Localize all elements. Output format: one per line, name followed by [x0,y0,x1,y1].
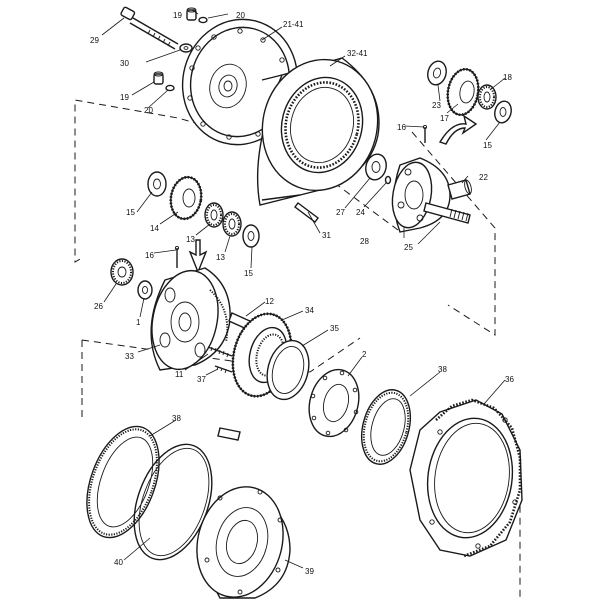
callout-20-left: 20 [144,106,153,115]
washer-15-upper [494,100,512,124]
callout-28: 28 [360,237,369,246]
callout-19-top: 19 [173,11,182,20]
pin-16-middle [174,245,180,268]
callout-20-top: 20 [236,11,245,20]
callout-37: 37 [197,375,206,384]
shaft-25 [423,202,471,224]
callout-16-middle: 16 [145,251,154,260]
callout-15-left: 15 [126,208,135,217]
callout-32-41: 32-41 [347,49,368,58]
carrier-28 [391,157,451,233]
callout-38-left: 38 [172,414,181,423]
callout-24: 24 [356,208,365,217]
ring-gear-32-41 [256,57,380,206]
seal-38-right [361,389,411,465]
assembly-arrow [438,114,478,145]
plug-19-top [186,7,208,24]
washer-27 [365,153,387,181]
plug-19-left [153,71,175,92]
plate-2 [308,368,360,438]
gear-14 [169,175,203,221]
callout-2: 2 [362,350,367,359]
washer-30 [179,43,193,53]
sleeve-22 [447,179,472,200]
callout-39: 39 [305,567,314,576]
bearing-26 [110,258,134,286]
callout-17: 17 [440,114,449,123]
bearing-13-right [222,211,242,237]
sprocket-hub-36 [409,398,523,558]
callout-19-left: 19 [120,93,129,102]
down-arrow [188,239,208,274]
leader-lines [101,9,506,569]
callout-34: 34 [305,306,314,315]
pin-37 [214,365,233,374]
washer-15-left [147,171,167,197]
callout-15-middle: 15 [244,269,253,278]
callout-23: 23 [432,101,441,110]
pin-31 [294,202,319,223]
callout-18: 18 [503,73,512,82]
washer-23 [427,60,447,86]
callout-26: 26 [94,302,103,311]
callout-13-right: 13 [216,253,225,262]
washer-1 [137,280,153,300]
callout-14: 14 [150,224,159,233]
callout-31: 31 [322,231,331,240]
callout-30: 30 [120,59,129,68]
callout-15-upper: 15 [483,141,492,150]
washer-15-middle [242,224,260,248]
callout-12: 12 [265,297,274,306]
ring-35 [266,339,310,401]
callout-13-left: 13 [186,235,195,244]
callout-27: 27 [336,208,345,217]
gear-17 [446,67,480,117]
callout-11: 11 [175,370,184,379]
pin-11 [207,346,233,358]
callout-40: 40 [114,558,123,567]
seal-38-left [86,425,160,539]
bolt-29 [120,6,179,50]
drum-39 [196,486,291,599]
pin-24 [384,175,392,185]
bearing-18 [477,84,497,110]
callout-35: 35 [330,324,339,333]
callout-16-upper: 16 [397,123,406,132]
pin-16-upper [422,124,428,143]
callout-25: 25 [404,243,413,252]
callout-38-right: 38 [438,365,447,374]
carrier-33 [150,267,231,371]
callout-33: 33 [125,352,134,361]
callout-22: 22 [479,173,488,182]
key-piece [217,427,241,441]
callout-36: 36 [505,375,514,384]
bearing-13-left [204,202,224,228]
callout-29: 29 [90,36,99,45]
callout-1: 1 [136,318,141,327]
callout-21-41: 21-41 [283,20,304,29]
middle-group-boundary [81,337,521,600]
